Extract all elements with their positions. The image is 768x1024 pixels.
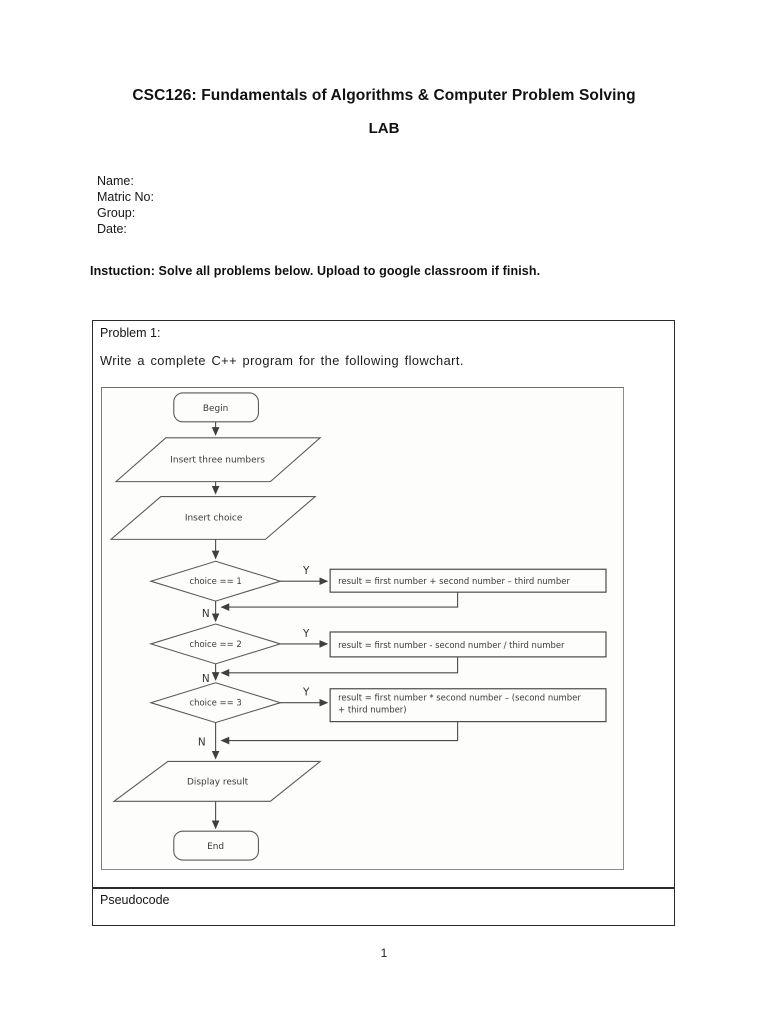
no-label-1: N: [202, 608, 210, 620]
insert-choice-label: Insert choice: [185, 513, 243, 523]
display-result-label: Display result: [187, 777, 249, 787]
choice-1-label: choice == 1: [189, 576, 241, 586]
field-label-name: Name:: [97, 174, 134, 188]
return-line-2: [220, 656, 459, 677]
process-3-label-line2: + third number): [338, 705, 406, 715]
yes-label-3: Y: [302, 687, 310, 699]
pseudocode-row: Pseudocode: [93, 887, 674, 925]
process-1-label: result = first number + second number – …: [338, 576, 570, 586]
problem-prompt: Write a complete C++ program for the fol…: [100, 353, 464, 368]
field-label-group: Group:: [97, 206, 136, 220]
yes-label-2: Y: [302, 628, 310, 640]
return-line-3: [220, 721, 459, 745]
end-label: End: [207, 842, 224, 852]
pseudocode-label: Pseudocode: [100, 893, 170, 907]
instruction-text: Instuction: Solve all problems below. Up…: [90, 264, 541, 278]
no-label-2: N: [202, 673, 210, 685]
end-node: [173, 830, 259, 861]
student-info-block: Name: Matric No: Group: Date:: [97, 173, 154, 237]
field-label-date: Date:: [97, 222, 127, 236]
flowchart-svg: Begin Insert three numbers Insert choice…: [109, 392, 607, 861]
insert-three-numbers-node: [114, 437, 322, 483]
page-title: CSC126: Fundamentals of Algorithms & Com…: [132, 87, 636, 104]
begin-label: Begin: [203, 404, 229, 414]
process-2-box: [329, 631, 607, 658]
no-label-3: N: [198, 737, 206, 749]
problem-title: Problem 1:: [100, 326, 161, 340]
yes-label-1: Y: [302, 565, 310, 577]
choice-3-label: choice == 3: [189, 698, 241, 708]
field-label-matric: Matric No:: [97, 190, 154, 204]
process-2-label: result = first number - second number / …: [338, 640, 565, 650]
process-1-box: [329, 568, 607, 593]
process-3-label-line1: result = first number * second number – …: [338, 693, 581, 703]
page-subtitle: LAB: [368, 120, 400, 137]
problem-box: Problem 1: Write a complete C++ program …: [92, 320, 675, 926]
flowchart-image: Begin Insert three numbers Insert choice…: [101, 387, 624, 870]
return-line-1: [220, 592, 459, 611]
process-3-box: [329, 688, 607, 723]
page-number: 1: [380, 946, 388, 960]
insert-three-numbers-label: Insert three numbers: [170, 456, 265, 466]
choice-2-label: choice == 2: [189, 639, 241, 649]
display-result-node: [112, 760, 322, 802]
insert-choice-node: [109, 496, 317, 540]
